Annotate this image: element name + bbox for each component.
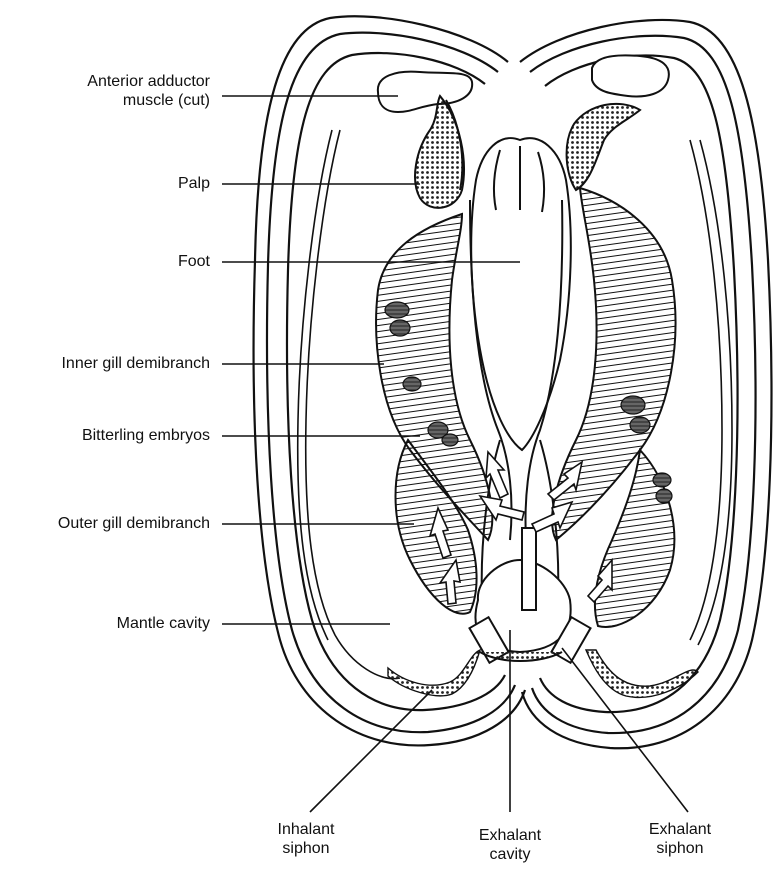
foot [471, 138, 571, 450]
label-exhalant-siphon: Exhalant siphon [626, 820, 734, 858]
label-foot: Foot [178, 252, 210, 271]
leader-exhalant-siphon [562, 648, 688, 812]
exhalant-chamber [469, 528, 590, 663]
leader-inhalant-siphon [310, 690, 432, 812]
label-mantle-cavity: Mantle cavity [117, 614, 210, 633]
label-anterior-adductor: Anterior adductor muscle (cut) [87, 72, 210, 110]
label-exhalant-cavity: Exhalant cavity [456, 826, 564, 864]
label-inner-gill: Inner gill demibranch [61, 354, 210, 373]
label-inhalant-siphon: Inhalant siphon [250, 820, 362, 858]
label-bitterling-embryos: Bitterling embryos [82, 426, 210, 445]
label-outer-gill: Outer gill demibranch [58, 514, 210, 533]
label-palp: Palp [178, 174, 210, 193]
